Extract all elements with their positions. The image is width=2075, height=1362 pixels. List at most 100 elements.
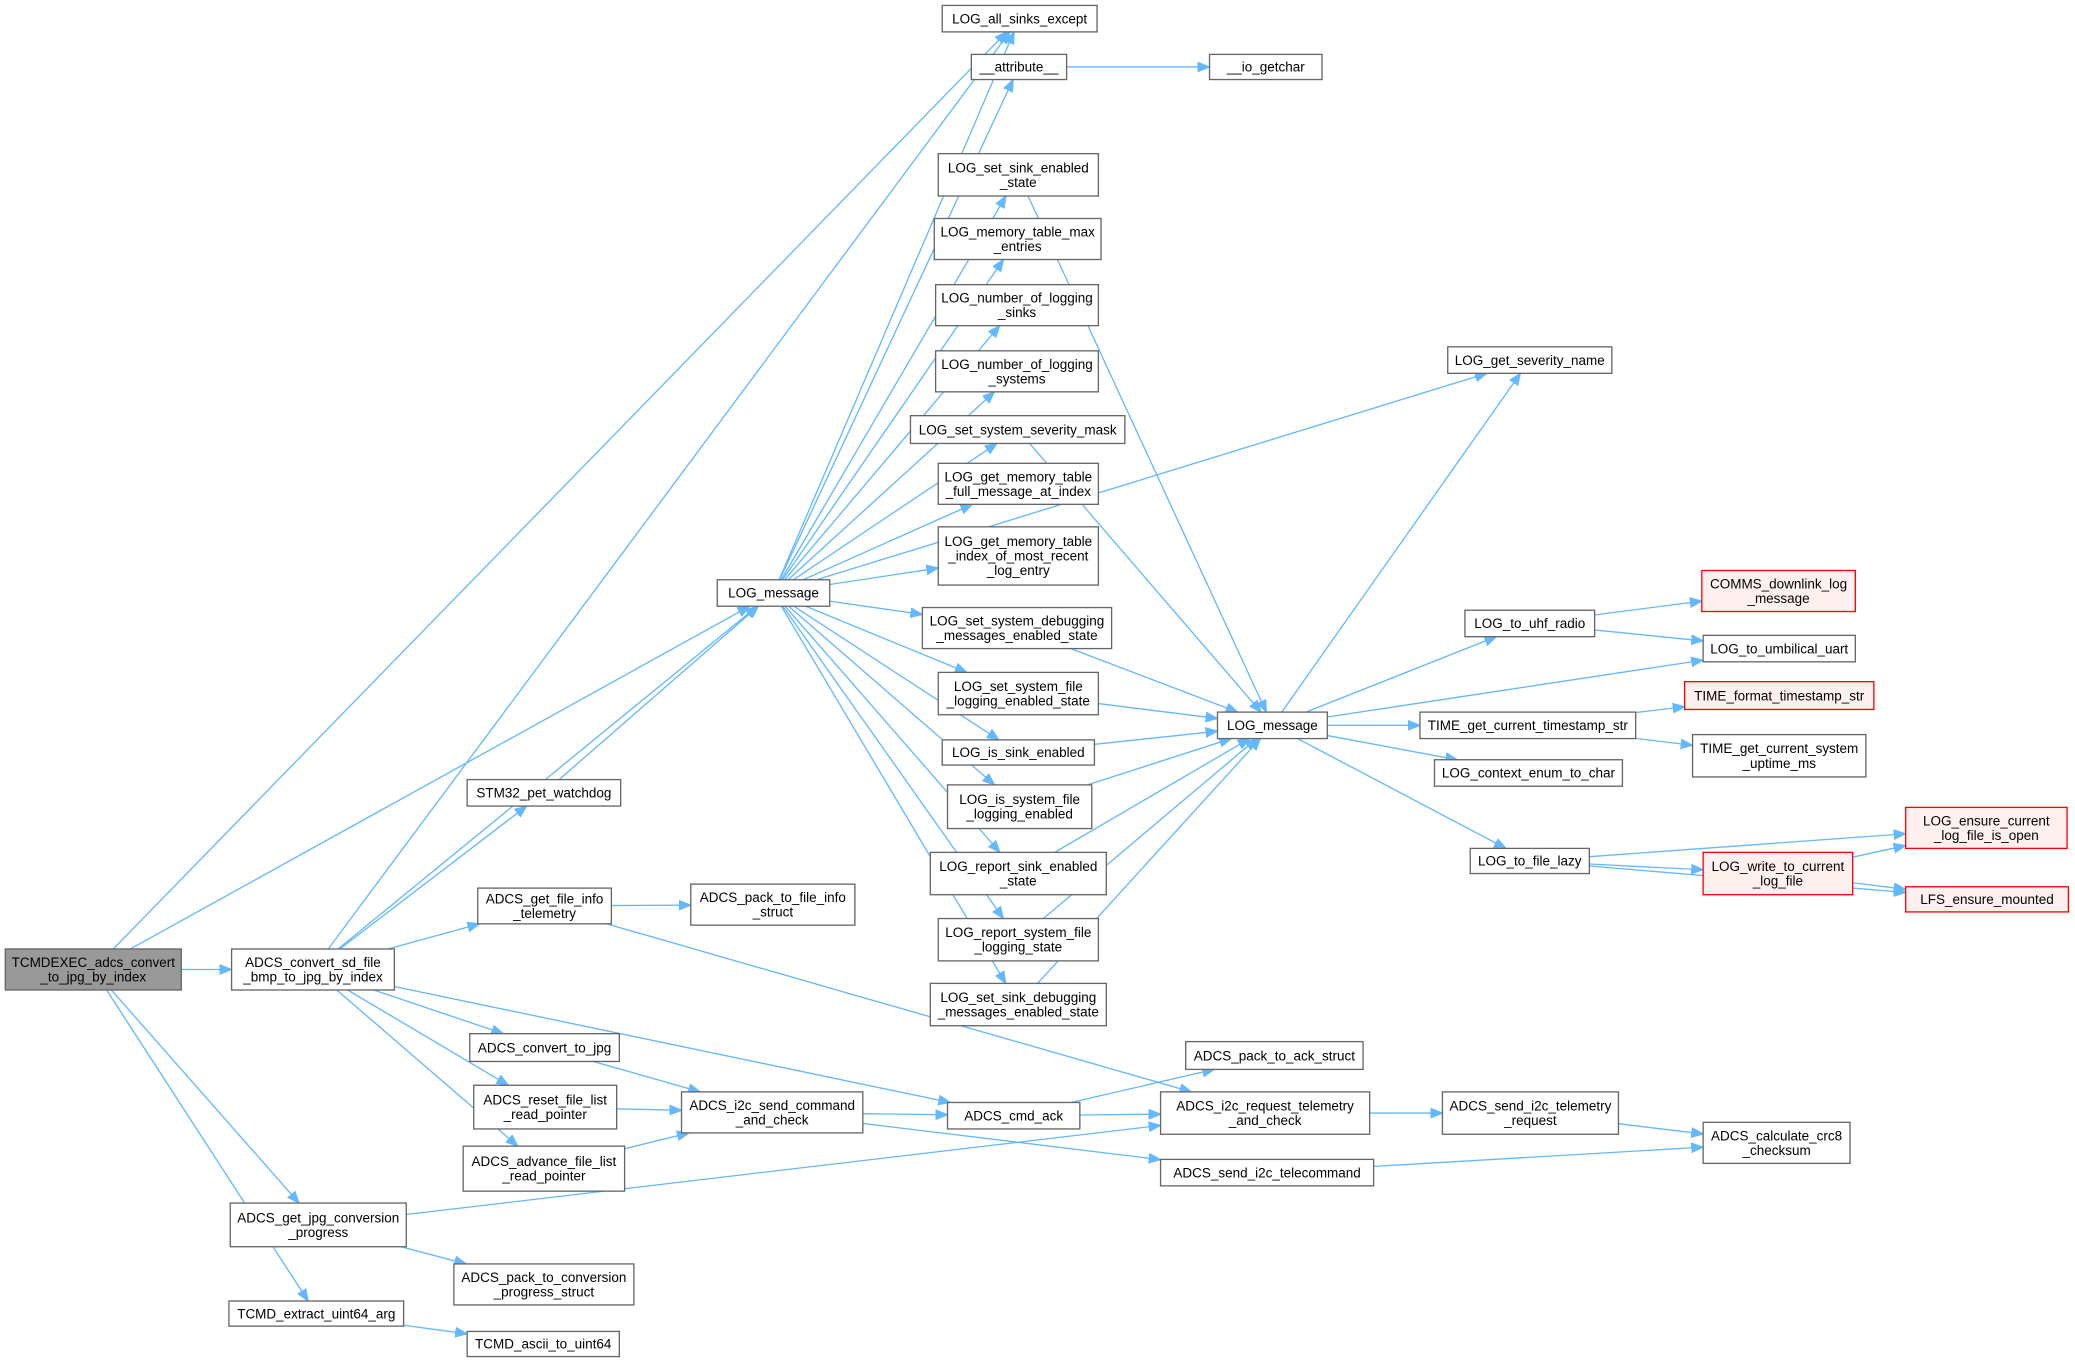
node-label: __attribute__ <box>979 60 1059 75</box>
node-umbilical[interactable]: LOG_to_umbilical_uart <box>1702 634 1856 663</box>
node-num-sinks[interactable]: LOG_number_of_logging_sinks <box>934 283 1100 327</box>
node-sink-debug[interactable]: LOG_set_sink_debugging_messages_enabled_… <box>929 982 1107 1027</box>
node-ts-format[interactable]: TIME_format_timestamp_str <box>1683 680 1875 711</box>
node-label: COMMS_downlink_log <box>1710 576 1847 591</box>
node-box <box>1441 1091 1620 1135</box>
node-advance-ptr[interactable]: ADCS_advance_file_list_read_pointer <box>462 1145 626 1192</box>
node-label: LOG_set_sink_enabled <box>948 160 1089 175</box>
node-tcmdexec[interactable]: TCMDEXEC_adcs_convert_to_jpg_by_index <box>4 948 182 991</box>
node-send-tlm-req[interactable]: ADCS_send_i2c_telemetry_request <box>1441 1091 1620 1135</box>
node-req-tlm[interactable]: ADCS_i2c_request_telemetry_and_check <box>1159 1091 1371 1135</box>
node-io-getchar[interactable]: __io_getchar <box>1208 53 1323 81</box>
node-extract-u64[interactable]: TCMD_extract_uint64_arg <box>228 1300 405 1327</box>
node-file-lazy[interactable]: LOG_to_file_lazy <box>1469 847 1590 875</box>
edge-write_file-to-lfs_mounted <box>1852 882 1906 890</box>
node-box <box>929 851 1107 896</box>
node-label: ADCS_get_jpg_conversion <box>237 1210 399 1225</box>
edge-file_lazy-to-ensure_open <box>1589 834 1905 858</box>
node-box <box>462 1145 626 1192</box>
node-label: LFS_ensure_mounted <box>1920 892 2053 907</box>
node-file-info[interactable]: ADCS_get_file_info_telemetry <box>477 887 613 925</box>
node-send-tc[interactable]: ADCS_send_i2c_telecommand <box>1159 1158 1375 1187</box>
node-sev-mask[interactable]: LOG_set_system_severity_mask <box>909 415 1126 445</box>
node-set-sink-enabled[interactable]: LOG_set_sink_enabled_state <box>937 152 1100 197</box>
edge-log_message2-to-umbilical <box>1327 660 1703 718</box>
node-report-sys[interactable]: LOG_report_system_file_logging_state <box>937 917 1100 962</box>
node-box <box>1702 1121 1851 1165</box>
node-label: _index_of_most_recent <box>947 549 1088 564</box>
edge-set_sink_enabled-to-log_message2 <box>1027 195 1266 712</box>
edge-convert_sd-to-convert_jpg <box>373 989 504 1034</box>
node-label: LOG_memory_table_max <box>940 224 1095 239</box>
edge-watchdog-to-log_message1 <box>558 606 758 781</box>
node-box <box>473 1084 618 1130</box>
node-uhf[interactable]: LOG_to_uhf_radio <box>1464 609 1596 638</box>
node-ascii-u64[interactable]: TCMD_ascii_to_uint64 <box>466 1330 620 1358</box>
node-report-sink[interactable]: LOG_report_sink_enabled_state <box>929 851 1107 896</box>
node-jpg-progress[interactable]: ADCS_get_jpg_conversion_progress <box>229 1202 407 1248</box>
node-box <box>469 1033 620 1063</box>
node-watchdog[interactable]: STM32_pet_watchdog <box>466 778 622 807</box>
node-is-sys-file[interactable]: LOG_is_system_file_logging_enabled <box>946 784 1093 830</box>
node-ctx-enum[interactable]: LOG_context_enum_to_char <box>1433 759 1624 787</box>
node-reset-ptr[interactable]: ADCS_reset_file_list_read_pointer <box>473 1084 618 1130</box>
node-ensure-open[interactable]: LOG_ensure_current_log_file_is_open <box>1904 806 2068 850</box>
node-all-sinks[interactable]: LOG_all_sinks_except <box>941 4 1098 33</box>
node-sev-name[interactable]: LOG_get_severity_name <box>1447 346 1613 374</box>
node-label: TIME_format_timestamp_str <box>1694 688 1865 703</box>
node-convert-sd[interactable]: ADCS_convert_sd_file_bmp_to_jpg_by_index <box>230 948 396 991</box>
node-box <box>937 917 1100 962</box>
node-lfs-mounted[interactable]: LFS_ensure_mounted <box>1904 886 2070 913</box>
node-box <box>1683 680 1875 711</box>
node-box <box>937 526 1100 586</box>
node-label: _read_pointer <box>503 1107 588 1122</box>
node-label: _full_message_at_index <box>945 484 1092 499</box>
node-label: ADCS_send_i2c_telemetry <box>1449 1099 1611 1114</box>
node-pack-ack[interactable]: ADCS_pack_to_ack_struct <box>1185 1040 1364 1071</box>
node-send-cmd[interactable]: ADCS_i2c_send_command_and_check <box>680 1091 864 1134</box>
node-box <box>1702 851 1854 896</box>
node-label: TCMD_extract_uint64_arg <box>237 1306 395 1321</box>
node-ts-str[interactable]: TIME_get_current_timestamp_str <box>1419 711 1637 740</box>
node-label: LOG_get_severity_name <box>1455 353 1605 368</box>
node-cmd-ack[interactable]: ADCS_cmd_ack <box>946 1101 1081 1130</box>
node-label: _entries <box>993 239 1042 254</box>
node-box <box>1691 733 1867 778</box>
node-label: _log_file <box>1752 874 1803 889</box>
node-pack-progress[interactable]: ADCS_pack_to_conversion_progress_struct <box>453 1263 635 1306</box>
node-mem-index[interactable]: LOG_get_memory_table_index_of_most_recen… <box>937 526 1100 586</box>
node-label: LOG_all_sinks_except <box>952 11 1087 26</box>
edge-is_sys_file-to-log_message2 <box>1087 739 1231 786</box>
node-label: __io_getchar <box>1226 60 1305 75</box>
node-label: _state <box>999 874 1037 889</box>
node-label: LOG_message <box>728 586 819 601</box>
node-label: _logging_enabled_state <box>946 694 1090 709</box>
node-label: TIME_get_current_system <box>1700 741 1858 756</box>
node-label: _systems <box>988 371 1046 386</box>
edge-convert_sd-to-log_message1 <box>337 606 757 950</box>
node-attribute[interactable]: __attribute__ <box>970 53 1068 81</box>
edge-log_message1-to-sys_debug <box>829 600 923 614</box>
node-log-message1[interactable]: LOG_message <box>716 579 831 607</box>
node-log-message2[interactable]: LOG_message <box>1216 711 1328 740</box>
node-crc8[interactable]: ADCS_calculate_crc8_checksum <box>1702 1121 1851 1165</box>
node-convert-jpg[interactable]: ADCS_convert_to_jpg <box>469 1033 620 1063</box>
node-label: TCMD_ascii_to_uint64 <box>475 1337 612 1352</box>
node-label: _to_jpg_by_index <box>39 970 146 985</box>
node-box <box>909 415 1126 445</box>
node-write-file[interactable]: LOG_write_to_current_log_file <box>1702 851 1854 896</box>
node-pack-file-info[interactable]: ADCS_pack_to_file_info_struct <box>690 883 856 926</box>
node-sys-file[interactable]: LOG_set_system_file_logging_enabled_stat… <box>937 671 1100 716</box>
node-mem-full[interactable]: LOG_get_memory_table_full_message_at_ind… <box>937 462 1100 505</box>
node-uptime[interactable]: TIME_get_current_system_uptime_ms <box>1691 733 1867 778</box>
node-num-systems[interactable]: LOG_number_of_logging_systems <box>934 350 1100 393</box>
edge-uhf-to-comms <box>1594 601 1702 616</box>
node-box <box>1208 53 1323 81</box>
node-label: ADCS_convert_sd_file <box>245 955 381 970</box>
node-is-sink[interactable]: LOG_is_sink_enabled <box>941 739 1096 766</box>
node-label: STM32_pet_watchdog <box>476 786 611 801</box>
node-comms[interactable]: COMMS_downlink_log_message <box>1701 569 1856 613</box>
node-box <box>1159 1091 1371 1135</box>
node-mem-max[interactable]: LOG_memory_table_max_entries <box>933 217 1102 261</box>
node-sys-debug[interactable]: LOG_set_system_debugging_messages_enable… <box>921 606 1113 650</box>
